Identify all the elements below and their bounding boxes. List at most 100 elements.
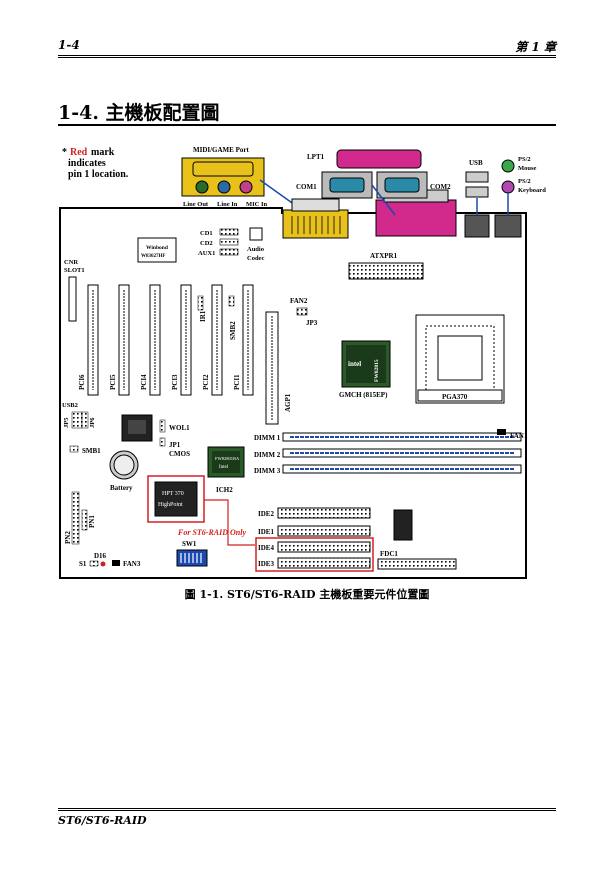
hpt-label-2: HighPoint bbox=[158, 502, 183, 508]
usb2-jp-headers: USB2 JP5 JP6 bbox=[62, 402, 96, 429]
chapter-label: 第 1 章 bbox=[515, 40, 556, 54]
jp3-label: JP3 bbox=[306, 319, 318, 327]
agp1-label: AGP1 bbox=[284, 393, 292, 412]
winbond-chip: Winbond W83627HF bbox=[137, 237, 177, 263]
ich2-chip-label-2: Intel bbox=[219, 465, 229, 470]
header-rule bbox=[58, 55, 556, 60]
footer-rule bbox=[58, 808, 556, 813]
line-in-label: Line In bbox=[217, 201, 238, 208]
pn1-label: PN1 bbox=[88, 515, 96, 528]
note-line3: pin 1 location. bbox=[68, 169, 129, 180]
pci5-label: PCI5 bbox=[109, 374, 117, 390]
atx-power-connector: ATXPR1 bbox=[348, 252, 424, 280]
cnr-slot: CNR SLOT1 bbox=[64, 259, 85, 322]
lpt1-label: LPT1 bbox=[307, 153, 325, 161]
com1-label: COM1 bbox=[296, 183, 317, 191]
com2-label: COM2 bbox=[430, 183, 451, 191]
note-line2: indicates bbox=[68, 158, 106, 169]
pin1-note: * Red mark indicates pin 1 location. bbox=[62, 147, 129, 180]
atxpr1-label: ATXPR1 bbox=[370, 252, 398, 260]
intel-label-2: FW82815 bbox=[374, 359, 380, 382]
ide2-label: IDE2 bbox=[258, 510, 274, 518]
fan3-label: FAN3 bbox=[123, 560, 141, 568]
ich2-label: ICH2 bbox=[216, 486, 233, 494]
sw1-label: SW1 bbox=[182, 540, 197, 548]
ps2-kb-label-2: Keyboard bbox=[518, 187, 546, 194]
ide4-label: IDE4 bbox=[258, 544, 274, 552]
cnr-label-1: CNR bbox=[64, 259, 78, 266]
hpt-label-1: HPT 370 bbox=[162, 491, 184, 497]
raid-only-label: For ST6-RAID Only bbox=[177, 528, 246, 537]
ir1-label: IR1 bbox=[199, 310, 207, 322]
midi-label: MIDI/GAME Port bbox=[193, 146, 249, 154]
footer-title: ST6/ST6-RAID bbox=[58, 814, 147, 827]
pci6-label: PCI6 bbox=[78, 374, 86, 390]
s1-label: S1 bbox=[79, 560, 87, 568]
pci3-label: PCI3 bbox=[171, 374, 179, 390]
pci2-label: PCI2 bbox=[202, 374, 210, 390]
dimm1-label: DIMM 1 bbox=[254, 434, 281, 442]
ich2-chip: FW82801BA Intel ICH2 bbox=[207, 446, 245, 494]
usb-label: USB bbox=[469, 159, 483, 167]
fan1-label: FAN1 bbox=[510, 432, 528, 440]
audio-codec-label-1: Audio bbox=[247, 246, 264, 253]
ps2-mouse-label-1: PS/2 bbox=[518, 156, 531, 163]
aux1-label: AUX1 bbox=[198, 250, 215, 257]
smb2-label: SMB2 bbox=[229, 321, 237, 340]
dimm3-label: DIMM 3 bbox=[254, 467, 281, 475]
smb1-label: SMB1 bbox=[82, 447, 101, 455]
ide1-label: IDE1 bbox=[258, 528, 274, 536]
fdc1-label: FDC1 bbox=[380, 550, 398, 558]
ps2-mouse-label-2: Mouse bbox=[518, 165, 537, 172]
wol-jp1: WOL1 JP1 CMOS bbox=[159, 419, 190, 458]
pci4-label: PCI4 bbox=[140, 374, 148, 390]
section-rule bbox=[58, 124, 556, 126]
ide3-label: IDE3 bbox=[258, 560, 274, 568]
audio-headers: CD1 CD2 AUX1 Audio Codec bbox=[198, 227, 264, 262]
jp6-label: JP6 bbox=[89, 417, 96, 428]
fdc1-connector: FDC1 bbox=[377, 509, 457, 570]
ps2-kb-label-1: PS/2 bbox=[518, 178, 531, 185]
gmch-label: GMCH (815EP) bbox=[339, 391, 388, 399]
com-ports: COM1 COM2 bbox=[296, 171, 451, 216]
pci-slots: PCI6 PCI5 PCI4 PCI3 PCI2 PCI1 IR1 SMB2 bbox=[78, 284, 254, 396]
audio-codec-label-2: Codec bbox=[247, 255, 264, 262]
usb2-label: USB2 bbox=[62, 402, 78, 409]
dimm2-label: DIMM 2 bbox=[254, 451, 281, 459]
cpu-socket: PGA370 bbox=[415, 314, 505, 404]
note-star: * bbox=[62, 147, 67, 158]
jp1-label: JP1 bbox=[169, 441, 181, 449]
pci1-label: PCI1 bbox=[233, 374, 241, 390]
hpt370-chip: HPT 370 HighPoint bbox=[147, 475, 255, 546]
cd1-label: CD1 bbox=[200, 230, 213, 237]
game-port-connector bbox=[282, 198, 349, 239]
jp5-label: JP5 bbox=[63, 417, 70, 428]
wol1-label: WOL1 bbox=[169, 424, 190, 432]
figure-caption: 圖 1-1. ST6/ST6-RAID 主機板重要元件位置圖 bbox=[184, 588, 430, 601]
midi-game-port: MIDI/GAME Port Line Out Line In MIC In bbox=[181, 146, 296, 208]
cnr-label-2: SLOT1 bbox=[64, 267, 85, 274]
gmch-chip: intel FW82815 GMCH (815EP) bbox=[339, 340, 391, 399]
page-number: 1-4 bbox=[58, 38, 80, 52]
smb1-battery: SMB1 Battery bbox=[69, 445, 139, 492]
line-out-label: Line Out bbox=[183, 201, 209, 208]
fan2-jp3: FAN2 JP3 bbox=[290, 297, 318, 327]
front-panel-headers: PN2 PN1 D16 S1 FAN3 bbox=[64, 491, 141, 568]
note-mark: mark bbox=[91, 147, 115, 158]
raid-switch: For ST6-RAID Only SW1 bbox=[176, 528, 246, 567]
ide-connectors: IDE2 IDE1 IDE4 IDE3 bbox=[255, 507, 374, 572]
intel-label-1: intel bbox=[348, 360, 361, 368]
mic-in-label: MIC In bbox=[246, 201, 268, 208]
cmos-label: CMOS bbox=[169, 450, 190, 458]
agp-slot: AGP1 bbox=[265, 311, 292, 425]
cd2-label: CD2 bbox=[200, 240, 213, 247]
pn2-label: PN2 bbox=[64, 531, 72, 544]
dimm-slots: DIMM 1 DIMM 2 DIMM 3 FAN1 bbox=[254, 429, 528, 475]
usb-ps2-ports: USB PS/2 Mouse PS/2 Keyboard bbox=[464, 156, 546, 238]
battery-label: Battery bbox=[110, 484, 133, 492]
winbond-label-2: W83627HF bbox=[141, 254, 165, 259]
bios-chip bbox=[121, 414, 153, 442]
winbond-label-1: Winbond bbox=[146, 245, 168, 251]
